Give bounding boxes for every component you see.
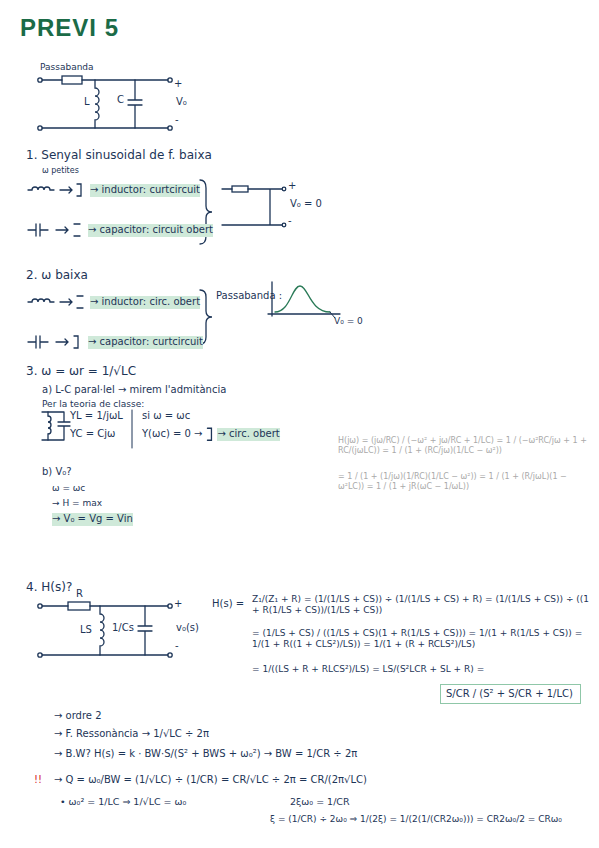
signal-name: v₀(s) bbox=[176, 622, 199, 635]
section-heading: 3. ω = ωr = 1/√LC bbox=[26, 364, 136, 379]
note-text: → H = max bbox=[52, 498, 102, 509]
part-label: R bbox=[76, 588, 83, 601]
note-text: • ω₀² = 1/LC ⇒ 1/√LC = ω₀ bbox=[60, 796, 186, 808]
terminal-sign: - bbox=[175, 640, 179, 653]
terminal-sign: - bbox=[288, 215, 292, 228]
warning-mark: !! bbox=[34, 774, 42, 787]
note-text: → F. Ressonància → 1/√LC ÷ 2π bbox=[54, 728, 209, 741]
capacitor-open-icon bbox=[28, 224, 80, 236]
note-text: → V₀ = Vg = Vin bbox=[52, 513, 133, 526]
bandpass-circuit bbox=[38, 76, 172, 130]
faint-note: H(jω) = (jω/RC) / (−ω² + jω/RC + 1/LC) =… bbox=[338, 436, 592, 456]
resistor-symbol bbox=[62, 76, 82, 84]
section-heading: 4. H(s)? bbox=[26, 580, 72, 595]
note-text: YL = 1/jωL bbox=[70, 410, 123, 423]
note-text: → B.W? H(s) = k · BW·S/(S² + BWS + ω₀²) … bbox=[54, 748, 357, 761]
faint-note: = 1 / (1 + (1/jω)(1/RC)(1/LC − ω²)) = 1 … bbox=[338, 472, 592, 492]
note-text: = 1/((LS + R + RLCS²)/LS) = LS/(S²LCR + … bbox=[252, 664, 484, 675]
part-label: 1/Cs bbox=[112, 622, 134, 635]
result-box: S/CR / (S² + S/CR + 1/LC) bbox=[440, 684, 581, 704]
note-text: Y(ωc) = 0 → bbox=[142, 428, 202, 441]
section-heading: 1. Senyal sinusoidal de f. baixa bbox=[26, 148, 212, 163]
note-text: si ω = ωc bbox=[142, 410, 190, 423]
part-label: L bbox=[84, 96, 90, 109]
note-text: H(s) = bbox=[212, 598, 244, 611]
note-text: = (1/LS + CS) / ((1/LS + CS)(1 + R(1/LS … bbox=[252, 628, 592, 651]
page-title: PREVI 5 bbox=[20, 14, 119, 42]
inductor-symbol bbox=[95, 80, 99, 128]
open-circuit-icon bbox=[207, 428, 211, 440]
note-text: Z₁/(Z₁ + R) = (1/(1/LS + CS)) ÷ (1/(1/LS… bbox=[252, 594, 592, 617]
note-text: Passabanda : bbox=[216, 290, 282, 303]
inductor-short-icon bbox=[28, 184, 81, 196]
formula-text: S/CR / (S² + S/CR + 1/LC) bbox=[446, 688, 575, 699]
note-text: → ordre 2 bbox=[54, 710, 102, 723]
note-text: → capacitor: curtcircuit bbox=[88, 336, 203, 349]
lc-parallel-icon bbox=[42, 412, 70, 440]
terminal-sign: + bbox=[174, 598, 182, 611]
terminal-sign: + bbox=[174, 78, 182, 91]
capacitor-short-icon bbox=[28, 336, 78, 348]
inductor-open-icon bbox=[28, 296, 83, 308]
note-text: a) L-C paral·lel → mirem l'admitància bbox=[42, 384, 226, 397]
terminal-sign: - bbox=[175, 114, 179, 127]
note-text: → inductor: circ. obert bbox=[90, 296, 200, 309]
note-text: ξ = (1/CR) ÷ 2ω₀ ⇒ 1/(2ξ) = 1/(2(1/(CR2ω… bbox=[270, 814, 590, 825]
capacitor-symbol bbox=[128, 80, 142, 128]
section-heading: 2. ω baixa bbox=[26, 268, 88, 283]
note-text: Per la teoria de classe: bbox=[42, 399, 144, 410]
signal-name: V₀ bbox=[176, 96, 187, 109]
note-text: b) V₀? bbox=[42, 466, 72, 479]
shorted-output-circuit bbox=[222, 186, 286, 227]
note-text: 2ξω₀ = 1/CR bbox=[290, 796, 350, 808]
note-text: → capacitor: circuit obert bbox=[88, 224, 213, 237]
rlc-circuit bbox=[38, 602, 172, 657]
terminal-sign: + bbox=[288, 180, 296, 193]
signal-name: V₀ = 0 bbox=[290, 198, 322, 211]
section-label: Passabanda bbox=[40, 62, 94, 73]
separator-line bbox=[132, 410, 133, 448]
signal-name: V₀ = 0 bbox=[334, 316, 363, 327]
note-text: → Q = ω₀/BW = (1/√LC) ÷ (1/CR) = CR/√LC … bbox=[54, 774, 367, 787]
part-label: C bbox=[117, 94, 124, 107]
note-text: YC = Cjω bbox=[70, 428, 115, 441]
note-text: ω petites bbox=[42, 166, 79, 176]
note-text: → circ. obert bbox=[217, 428, 279, 441]
part-label: LS bbox=[80, 624, 92, 637]
note-text: ω = ωc bbox=[52, 483, 85, 494]
note-text: → inductor: curtcircuit bbox=[90, 184, 200, 197]
